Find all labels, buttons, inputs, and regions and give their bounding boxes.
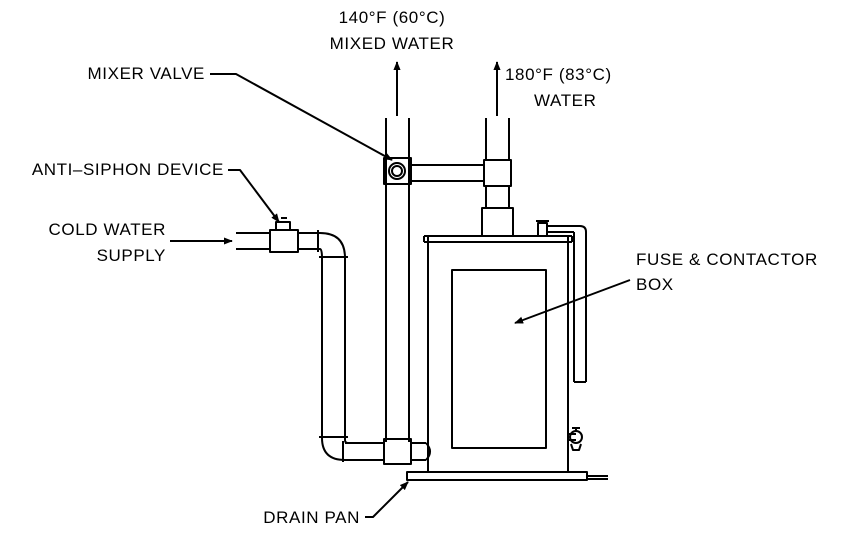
mixer-valve-leader (210, 73, 393, 161)
anti-siphon-device (275, 217, 291, 231)
drain-pan (406, 471, 608, 481)
heater-outlet-pipe (481, 186, 514, 237)
drain-pan-label: DRAIN PAN (263, 508, 360, 527)
drain-pan-leader (365, 481, 409, 518)
cold-water-pipe (236, 229, 431, 465)
hot-water-tee (483, 159, 512, 187)
supply-label: SUPPLY (96, 246, 166, 265)
relief-valve (536, 220, 587, 383)
fuse-contactor-box (451, 269, 547, 449)
mixed-water-temp-label: 140°F (60°C) (338, 8, 446, 27)
fuse-box-leader (514, 279, 631, 324)
mixed-water-pipe (385, 118, 410, 442)
fuse-contactor-label: FUSE & CONTACTOR (636, 250, 818, 269)
hot-water-temp-label: 180°F (83°C) (505, 65, 612, 84)
cross-pipe (410, 164, 484, 182)
water-heater-tank (423, 235, 573, 472)
box-label: BOX (636, 275, 674, 294)
cold-water-label: COLD WATER (48, 220, 166, 239)
hot-water-label: WATER (534, 91, 597, 110)
mixer-valve-label: MIXER VALVE (87, 64, 205, 83)
mixed-water-label: MIXED WATER (329, 34, 455, 53)
drain-valve (568, 427, 583, 451)
anti-siphon-label: ANTI–SIPHON DEVICE (31, 160, 224, 179)
hot-water-pipe (485, 118, 510, 160)
mixer-valve (383, 157, 412, 185)
anti-siphon-leader (228, 169, 280, 223)
